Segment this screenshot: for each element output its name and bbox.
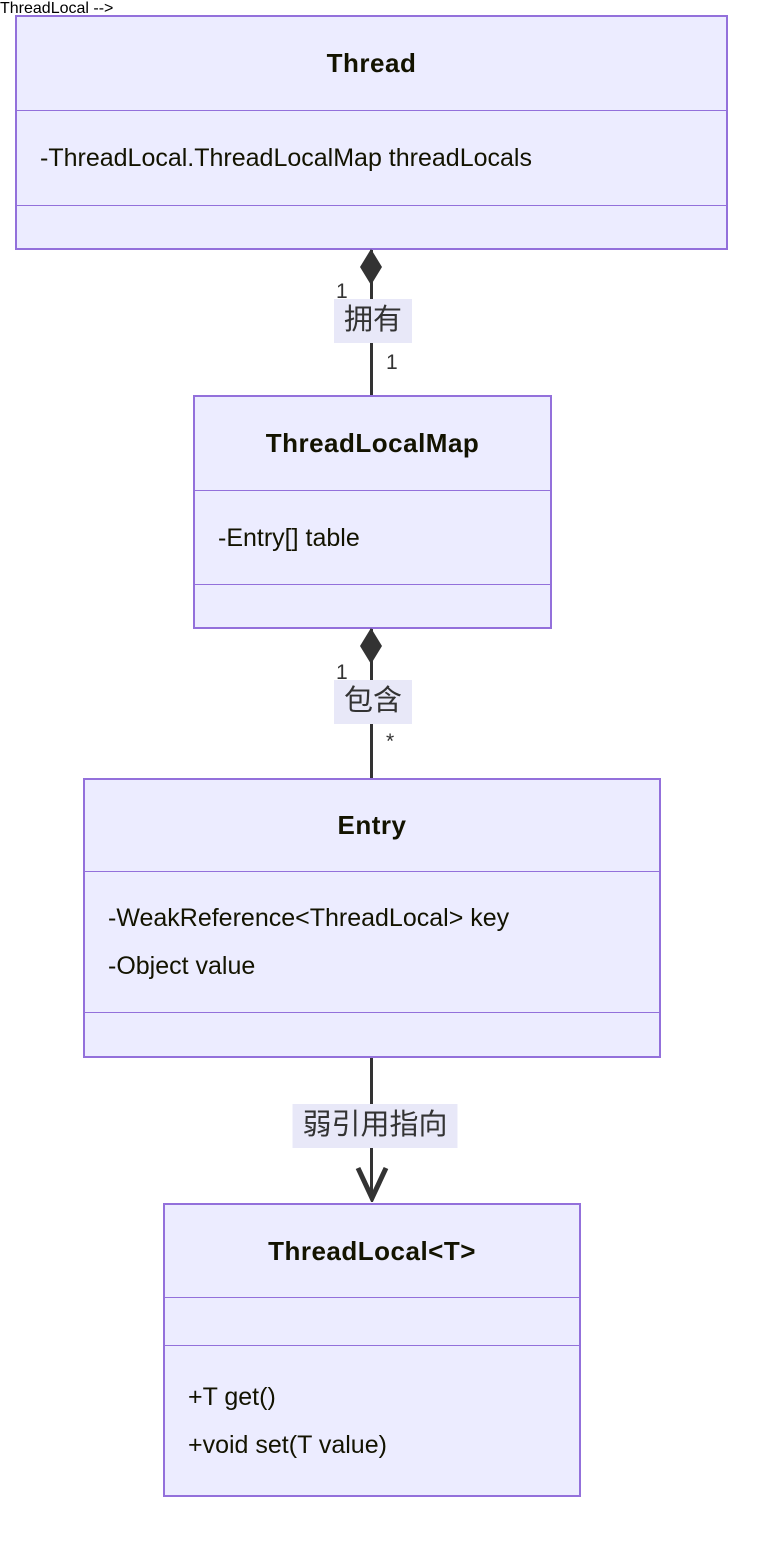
class-attributes-section xyxy=(165,1298,579,1346)
class-title: ThreadLocal<T> xyxy=(268,1235,476,1266)
multiplicity-label: * xyxy=(386,730,395,753)
class-title: ThreadLocalMap xyxy=(265,428,480,458)
class-attributes-section: -WeakReference<ThreadLocal> key -Object … xyxy=(85,872,659,1013)
class-box-threadlocal: ThreadLocal<T> +T get() +void set(T valu… xyxy=(163,1203,581,1497)
class-attribute: -Entry[] table xyxy=(218,523,360,552)
class-header: Entry xyxy=(85,780,659,872)
class-method: +void set(T value) xyxy=(188,1430,387,1459)
class-methods-section xyxy=(17,206,726,248)
class-attribute: -ThreadLocal.ThreadLocalMap threadLocals xyxy=(40,144,532,172)
class-header: Thread xyxy=(17,17,726,111)
multiplicity-label: 1 xyxy=(336,280,348,303)
composition-diamond-icon xyxy=(360,249,382,285)
class-attributes-section: -Entry[] table xyxy=(195,491,550,585)
multiplicity-label: 1 xyxy=(336,661,348,684)
edge-label: 拥有 xyxy=(333,299,413,343)
multiplicity-label: 1 xyxy=(386,351,398,374)
class-box-threadlocalmap: ThreadLocalMap -Entry[] table xyxy=(193,395,552,629)
edge-label: 弱引用指向 xyxy=(292,1104,458,1148)
edge-label: 包含 xyxy=(333,680,413,724)
class-method: +T get() xyxy=(188,1382,276,1411)
class-header: ThreadLocalMap xyxy=(195,397,550,491)
class-title: Thread xyxy=(326,48,417,78)
composition-diamond-icon xyxy=(360,628,382,664)
class-attributes-section: -ThreadLocal.ThreadLocalMap threadLocals xyxy=(17,111,726,206)
class-header: ThreadLocal<T> xyxy=(165,1205,579,1298)
class-methods-section xyxy=(85,1013,659,1056)
class-box-thread: Thread -ThreadLocal.ThreadLocalMap threa… xyxy=(15,15,728,250)
class-methods-section: +T get() +void set(T value) xyxy=(165,1346,579,1495)
class-attribute: -WeakReference<ThreadLocal> key xyxy=(108,904,510,932)
class-methods-section xyxy=(195,585,550,627)
class-box-entry: Entry -WeakReference<ThreadLocal> key -O… xyxy=(83,778,661,1058)
arrowhead-icon xyxy=(355,1166,389,1202)
class-title: Entry xyxy=(337,810,407,840)
class-attribute: -Object value xyxy=(108,952,256,980)
